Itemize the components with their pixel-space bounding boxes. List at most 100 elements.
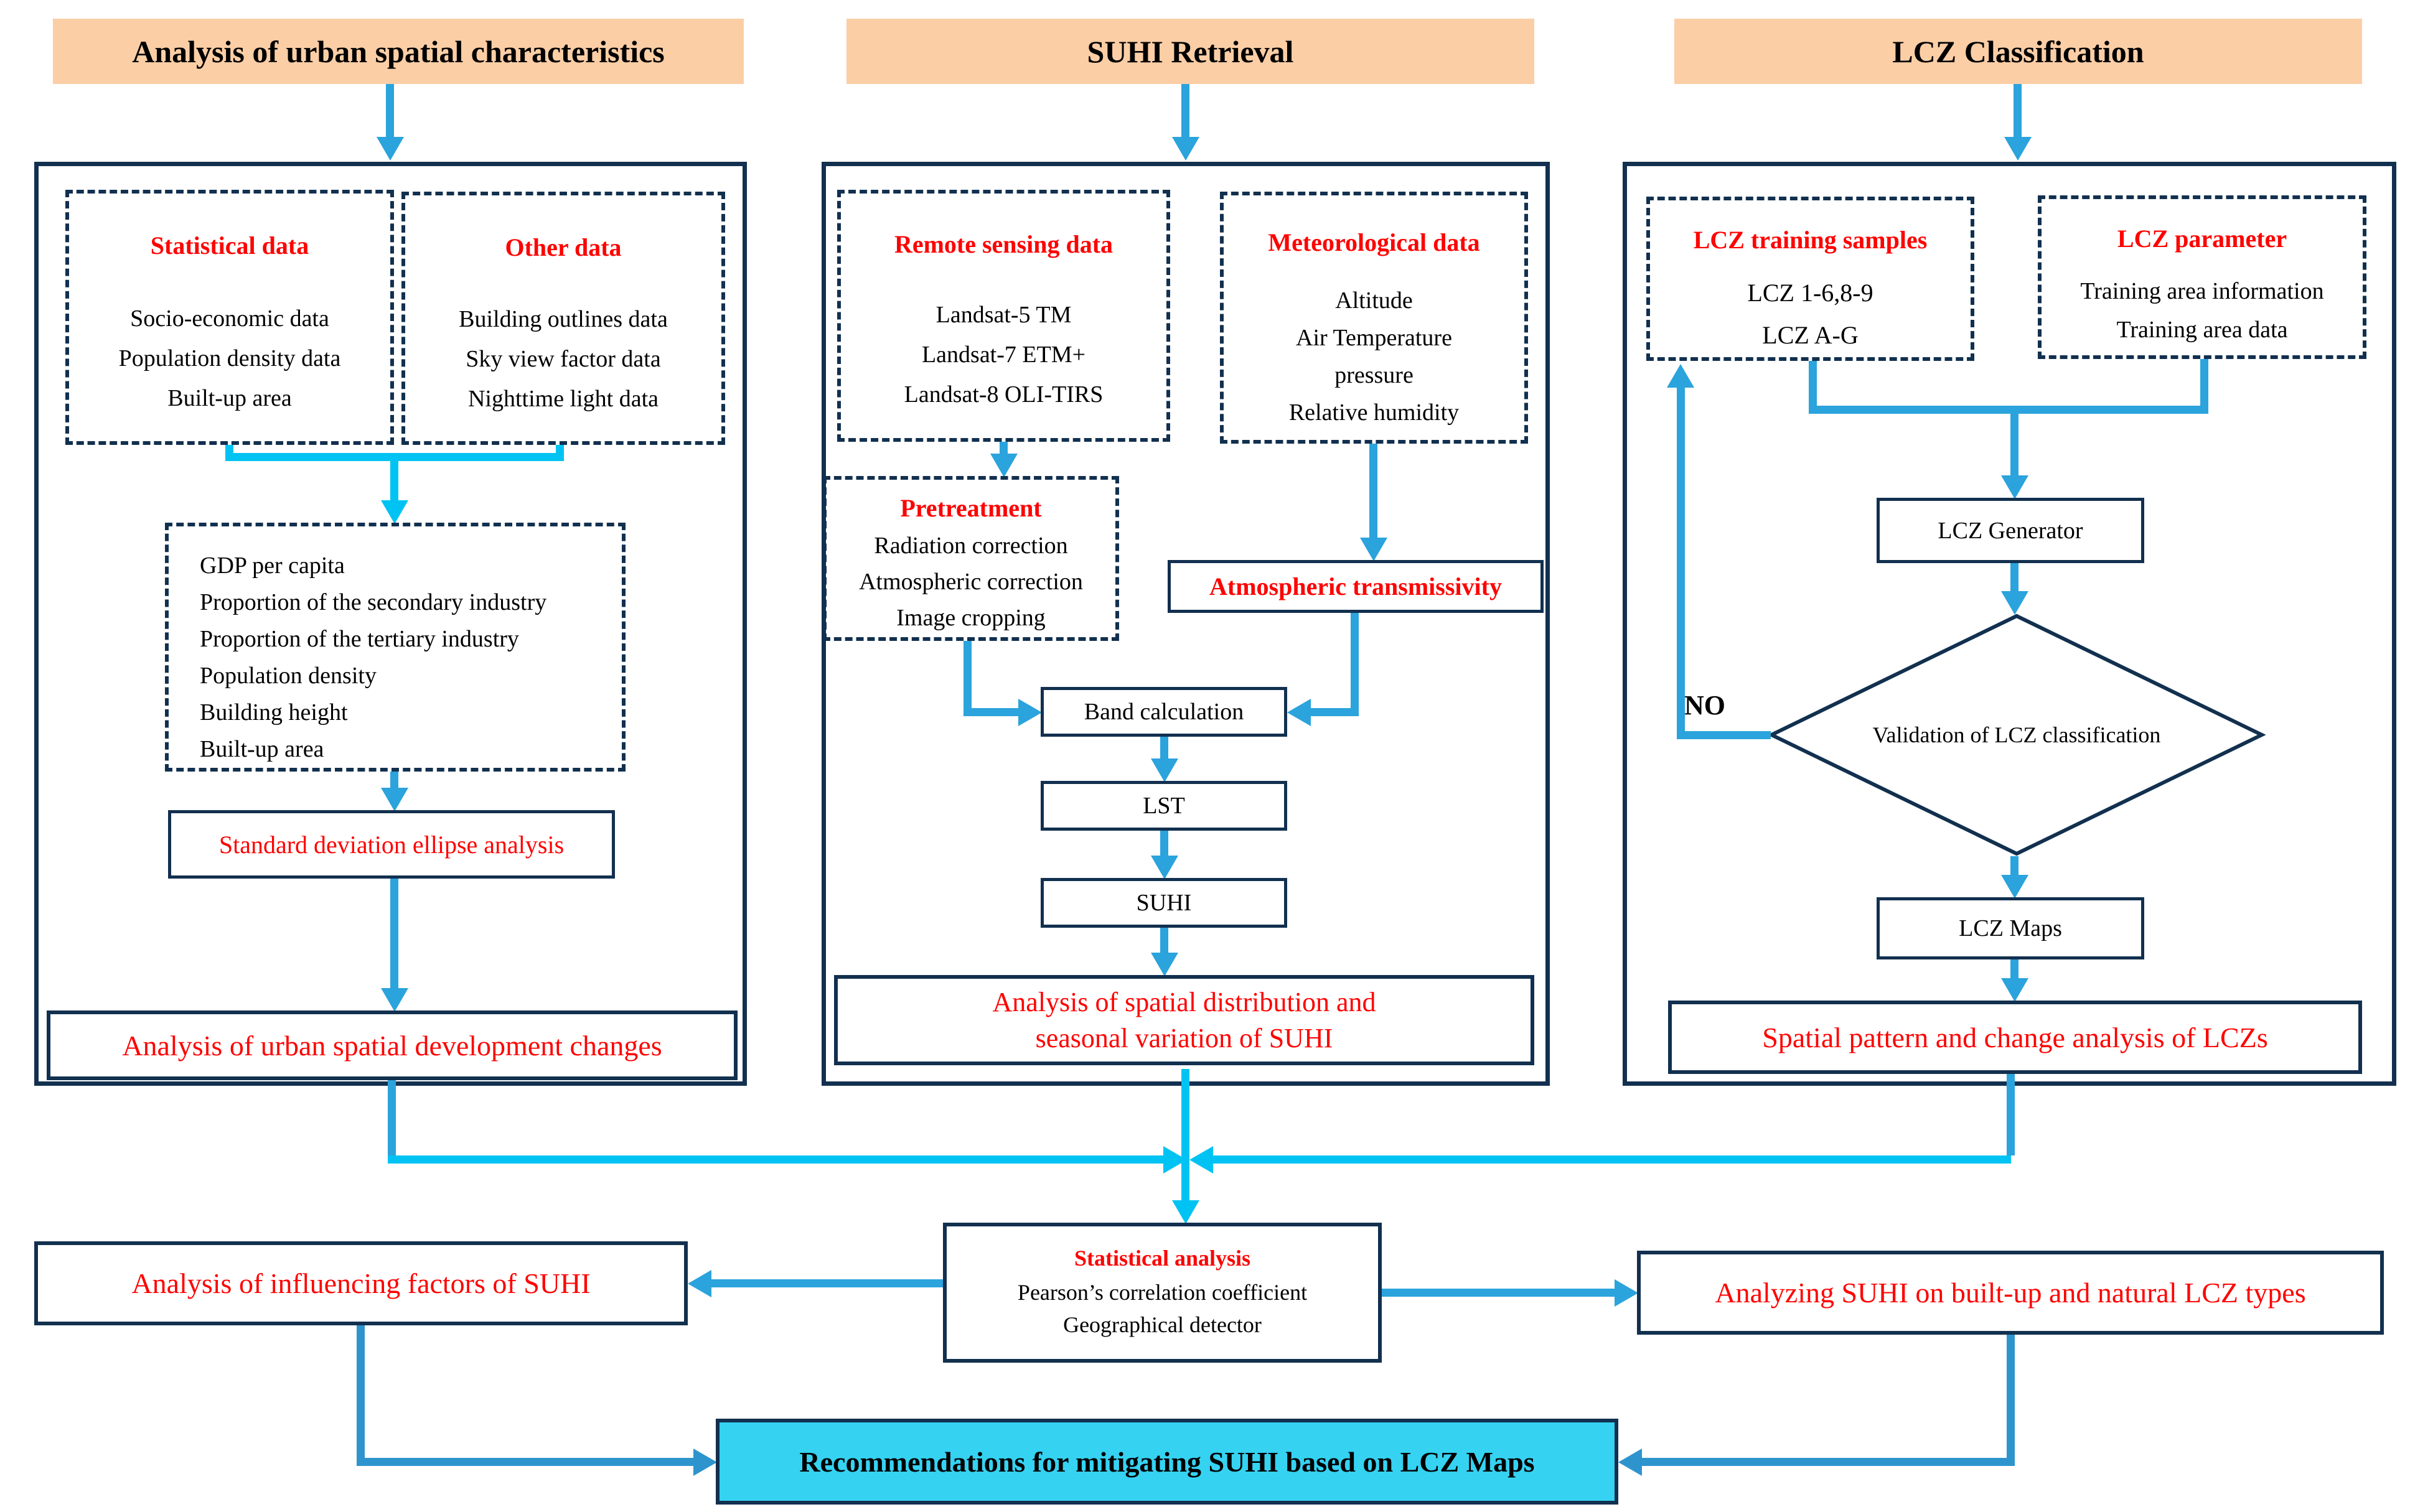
header-lcz-classification: LCZ Classification: [1674, 19, 2362, 84]
arrowhead-header1-icon: [377, 137, 404, 161]
arrowhead-junction-left-icon: [1189, 1146, 1213, 1174]
arrow-header2-down: [1181, 84, 1189, 137]
indicator-line: Proportion of the tertiary industry: [200, 626, 519, 652]
lcz-parameter-line: Training area information: [2080, 278, 2324, 304]
arrow-lst-to-suhi: [1160, 831, 1168, 856]
indicator-line: Building height: [200, 699, 348, 726]
analyzing-suhi-box: Analyzing SUHI on built-up and natural L…: [1637, 1251, 2384, 1335]
remote-sensing-line: Landsat-8 OLI-TIRS: [904, 381, 1104, 408]
lcz-training-line: LCZ 1-6,8-9: [1747, 279, 1873, 307]
atmospheric-transmissivity-label: Atmospheric transmissivity: [1209, 572, 1502, 600]
arrowhead-no-feedback-icon: [1667, 364, 1694, 388]
connector-col3-stub-left: [1809, 361, 1817, 414]
arrowhead-lst-icon: [1151, 758, 1178, 782]
sde-box: Standard deviation ellipse analysis: [168, 810, 615, 879]
connector-col1-stub-right: [556, 445, 564, 455]
connector-influencing-right: [357, 1458, 693, 1466]
connector-analyzing-left: [1641, 1458, 2015, 1466]
connector-result3-down: [2007, 1074, 2015, 1155]
validation-diamond: [1768, 614, 2266, 856]
statistical-analysis-title: Statistical analysis: [1074, 1245, 1251, 1271]
lcz-parameter-title: LCZ parameter: [2117, 225, 2287, 253]
arrow-sde-to-result1: [390, 879, 398, 988]
arrowhead-generator-icon: [2001, 475, 2028, 499]
connector-no-left: [1681, 731, 1771, 739]
pretreatment-line: Image cropping: [896, 605, 1046, 631]
arrow-indicators-to-sde: [390, 772, 398, 789]
analyzing-suhi-label: Analyzing SUHI on built-up and natural L…: [1715, 1277, 2306, 1309]
arrowhead-recommendation-left-icon: [693, 1449, 717, 1476]
arrow-maps-to-result3: [2010, 959, 2018, 978]
arrowhead-statistical-icon: [1172, 1200, 1199, 1224]
result2-line1: Analysis of spatial distribution and: [992, 986, 1376, 1017]
remote-sensing-line: Landsat-5 TM: [935, 302, 1072, 328]
header-suhi-retrieval: SUHI Retrieval: [846, 19, 1534, 84]
recommendation-box: Recommendations for mitigating SUHI base…: [716, 1419, 1618, 1505]
validation-label: Validation of LCZ classification: [1872, 722, 2161, 747]
influencing-factors-box: Analysis of influencing factors of SUHI: [34, 1241, 688, 1325]
statistical-data-line: Socio-economic data: [130, 306, 329, 332]
remote-sensing-box: Remote sensing data Landsat-5 TM Landsat…: [837, 190, 1170, 442]
lcz-generator-box: LCZ Generator: [1877, 498, 2144, 563]
lcz-parameter-box: LCZ parameter Training area information …: [2038, 195, 2366, 359]
statistical-analysis-line: Geographical detector: [1063, 1312, 1262, 1337]
sde-label: Standard deviation ellipse analysis: [218, 830, 565, 859]
other-data-box: Other data Building outlines data Sky vi…: [401, 192, 725, 445]
arrowhead-band-left-icon: [1018, 699, 1042, 726]
result2-box: Analysis of spatial distribution and sea…: [834, 975, 1534, 1065]
meteorological-line: Altitude: [1335, 287, 1413, 314]
connector-influencing-down: [357, 1325, 365, 1466]
remote-sensing-title: Remote sensing data: [894, 230, 1114, 258]
pretreatment-line: Radiation correction: [874, 533, 1068, 559]
arrowhead-atmospheric-icon: [1360, 538, 1387, 561]
arrow-generator-to-validation: [2010, 563, 2018, 591]
arrowhead-suhi-icon: [1151, 856, 1178, 879]
lcz-training-line: LCZ A-G: [1762, 321, 1859, 349]
connector-col1-stub-left: [225, 445, 233, 455]
suhi-box: SUHI: [1041, 878, 1287, 928]
arrow-statistical-to-analyzing: [1382, 1289, 1615, 1297]
result3-label: Spatial pattern and change analysis of L…: [1762, 1021, 2268, 1053]
meteorological-box: Meteorological data Altitude Air Tempera…: [1220, 192, 1528, 444]
arrowhead-result3-icon: [2001, 978, 2028, 1002]
connector-atmospheric-left: [1310, 708, 1359, 716]
statistical-analysis-box: Statistical analysis Pearson’s correlati…: [943, 1223, 1382, 1363]
statistical-data-title: Statistical data: [150, 231, 309, 259]
statistical-data-box: Statistical data Socio-economic data Pop…: [65, 190, 394, 445]
arrowhead-header3-icon: [2004, 137, 2032, 161]
lcz-generator-label: LCZ Generator: [1938, 517, 2083, 544]
other-data-line: Sky view factor data: [466, 346, 661, 372]
result1-label: Analysis of urban spatial development ch…: [122, 1029, 662, 1062]
arrowhead-recommendation-right-icon: [1618, 1449, 1642, 1476]
arrowhead-result1-icon: [381, 988, 408, 1012]
connector-pretreatment-down: [964, 641, 972, 716]
arrowhead-result2-icon: [1151, 953, 1178, 976]
arrowhead-analyzing-icon: [1615, 1279, 1638, 1307]
lcz-maps-box: LCZ Maps: [1877, 897, 2144, 959]
result1-box: Analysis of urban spatial development ch…: [47, 1010, 738, 1080]
connector-col1-merge-drop: [390, 461, 398, 500]
connector-col1-merge-bar: [225, 453, 564, 461]
other-data-line: Building outlines data: [459, 306, 668, 332]
arrowhead-band-right-icon: [1287, 699, 1311, 726]
pretreatment-line: Atmospheric correction: [859, 569, 1083, 595]
statistical-data-line: Built-up area: [167, 385, 292, 411]
meteorological-line: pressure: [1334, 362, 1414, 388]
connector-no-up: [1677, 386, 1685, 739]
header-urban-spatial: Analysis of urban spatial characteristic…: [53, 19, 744, 84]
connector-pretreatment-right: [964, 708, 1018, 716]
influencing-factors-label: Analysis of influencing factors of SUHI: [131, 1267, 591, 1299]
lcz-parameter-line: Training area data: [2116, 317, 2288, 343]
arrowhead-col1-merge-icon: [381, 500, 408, 524]
connector-col3-merge-drop: [2010, 414, 2018, 475]
meteorological-title: Meteorological data: [1268, 228, 1480, 256]
atmospheric-transmissivity-box: Atmospheric transmissivity: [1168, 560, 1544, 613]
arrow-header1-down: [386, 84, 394, 137]
connector-col3-merge-bar: [1809, 406, 2208, 414]
other-data-title: Other data: [505, 233, 622, 261]
lcz-maps-label: LCZ Maps: [1959, 915, 2062, 941]
junction-bar-left: [388, 1155, 1163, 1164]
band-calculation-label: Band calculation: [1084, 699, 1244, 725]
arrow-remote-to-pretreatment: [1000, 442, 1008, 454]
